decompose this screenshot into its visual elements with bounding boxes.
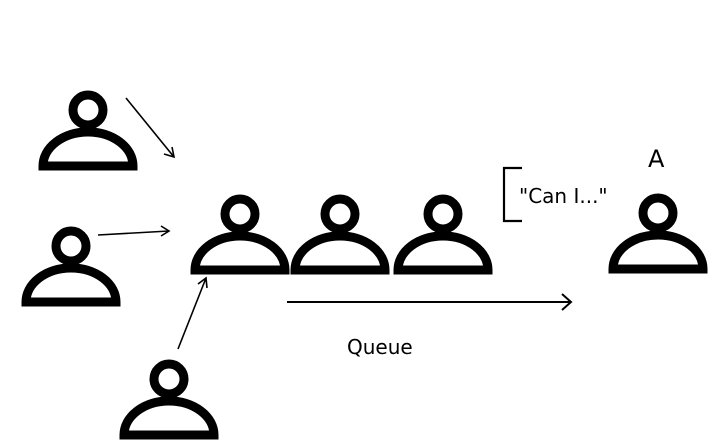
arrival-arrow-icon-1 [125, 97, 176, 159]
queued-person-icon-3 [398, 199, 488, 270]
arriving-person-icon-2 [26, 231, 116, 302]
server-label: A [648, 145, 665, 173]
speech-text: "Can I..." [519, 184, 608, 208]
speech-bracket-icon [502, 166, 522, 223]
arriving-person-icon-1 [43, 95, 133, 166]
server-person-icon [613, 198, 703, 269]
arrival-arrow-icon-2 [97, 225, 171, 237]
arriving-person-icon-3 [124, 364, 214, 435]
queue-direction-arrow-icon [287, 293, 573, 311]
arrival-arrow-icon-3 [177, 276, 208, 350]
queue-label: Queue [347, 335, 413, 359]
queued-person-icon-2 [295, 199, 385, 270]
queued-person-icon-1 [195, 199, 285, 270]
